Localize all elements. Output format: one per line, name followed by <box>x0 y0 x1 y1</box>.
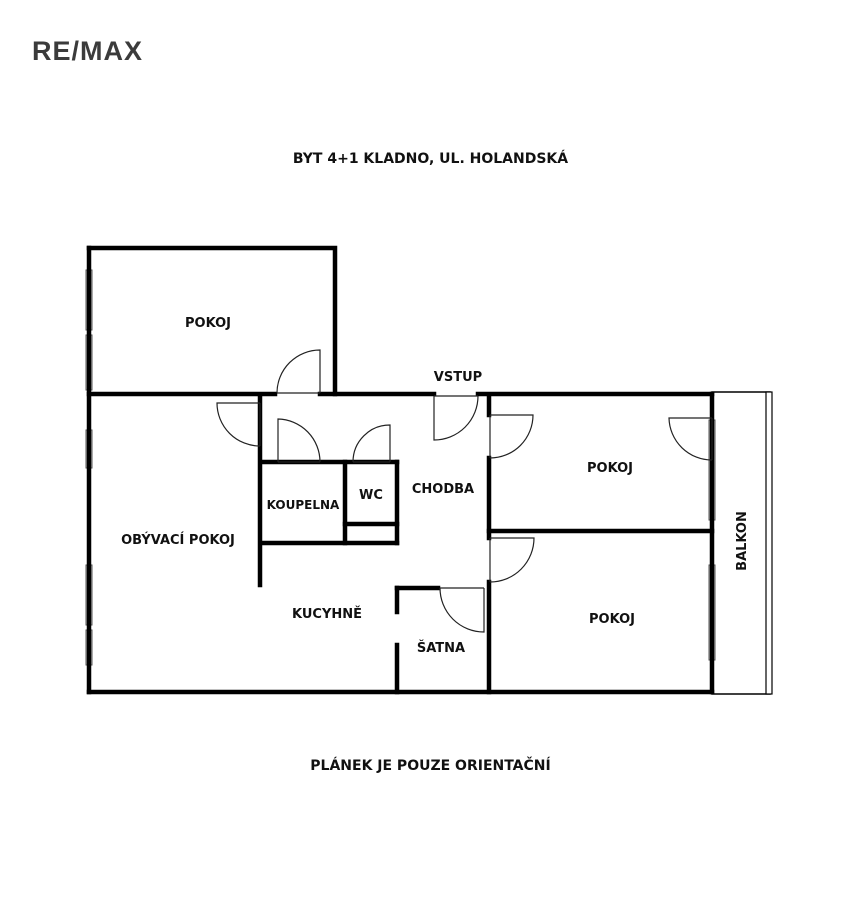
plan-disclaimer: PLÁNEK JE POUZE ORIENTAČNÍ <box>310 758 551 774</box>
room-label-pokoj-right-top: POKOJ <box>587 461 633 476</box>
room-label-koupelna: KOUPELNA <box>267 498 340 512</box>
room-label-satna: ŠATNA <box>417 640 465 656</box>
room-label-kuchyne: KUCYHNĚ <box>292 606 362 622</box>
remax-logo: RE/MAX <box>32 36 144 66</box>
room-label-pokoj-top: POKOJ <box>185 316 231 331</box>
room-label-wc: WC <box>359 488 383 503</box>
room-label-obyvaci-pokoj: OBÝVACÍ POKOJ <box>121 532 235 548</box>
room-label-pokoj-right-bottom: POKOJ <box>589 612 635 627</box>
room-label-balkon: BALKON <box>735 511 750 571</box>
doors <box>216 349 713 633</box>
room-label-vstup: VSTUP <box>434 370 482 385</box>
room-label-chodba: CHODBA <box>412 482 474 497</box>
plan-title: BYT 4+1 KLADNO, UL. HOLANDSKÁ <box>292 151 569 167</box>
balcony <box>711 391 773 695</box>
